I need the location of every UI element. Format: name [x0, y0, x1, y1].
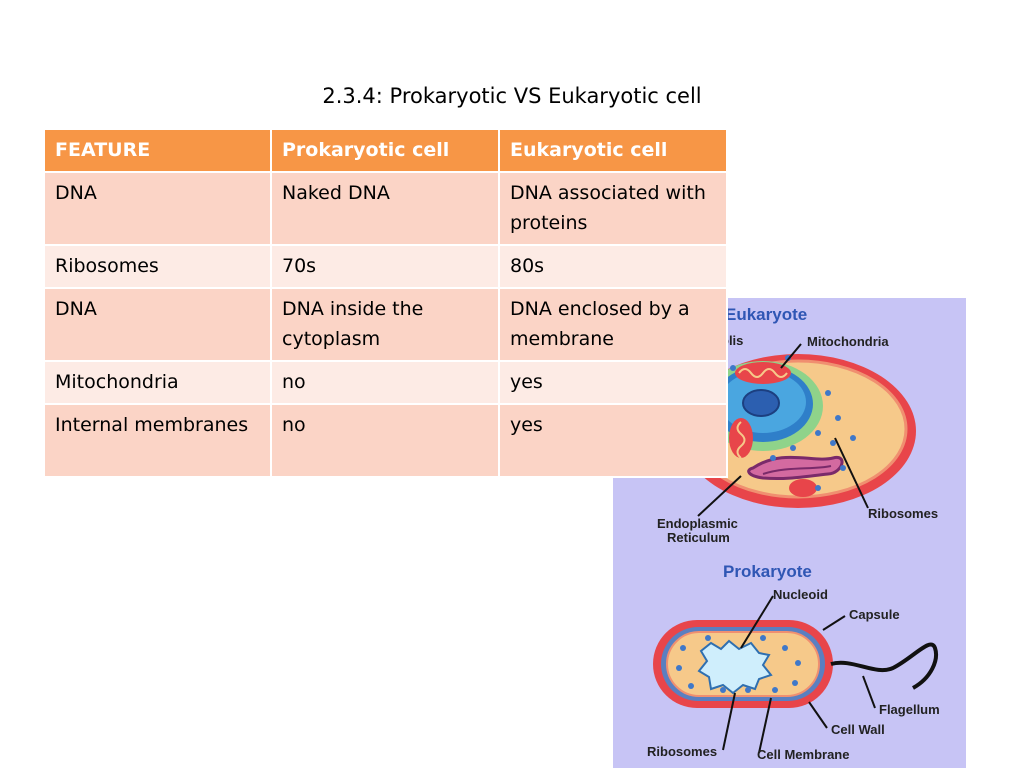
flagellum — [830, 642, 938, 690]
table-cell: DNA — [43, 287, 272, 362]
table-cell: Mitochondria — [43, 360, 272, 405]
table-cell: Ribosomes — [43, 244, 272, 289]
table-row: Internal membranes no yes — [43, 403, 728, 478]
header-feature: FEATURE — [43, 128, 272, 173]
header-prokaryotic: Prokaryotic cell — [270, 128, 500, 173]
prokaryote-heading: Prokaryote — [723, 562, 812, 581]
mitochondrion — [735, 362, 791, 384]
table-header-row: FEATURE Prokaryotic cell Eukaryotic cell — [43, 128, 728, 173]
prokaryote-ribosome-dots — [676, 635, 801, 693]
label-capsule: Capsule — [849, 607, 900, 622]
header-eukaryotic: Eukaryotic cell — [498, 128, 728, 173]
nucleolus — [742, 389, 780, 417]
slide-title: 2.3.4: Prokaryotic VS Eukaryotic cell — [322, 84, 702, 108]
table-row: Mitochondria no yes — [43, 360, 728, 405]
table-cell: no — [270, 360, 500, 405]
label-cell-membrane: Cell Membrane — [757, 747, 849, 762]
table-cell: DNA inside the cytoplasm — [270, 287, 500, 362]
table-cell: yes — [498, 360, 728, 405]
mitochondrion — [789, 479, 817, 497]
table-cell: DNA associated with proteins — [498, 171, 728, 246]
label-mitochondria: Mitochondria — [807, 334, 889, 349]
table-cell: yes — [498, 403, 728, 478]
table-cell: DNA enclosed by a membrane — [498, 287, 728, 362]
label-er-line1: Endoplasmic — [657, 516, 738, 531]
prokaryote-cell — [653, 595, 938, 754]
table-cell: 70s — [270, 244, 500, 289]
label-er-line2: Reticulum — [667, 530, 730, 545]
label-prokaryote-ribosomes: Ribosomes — [647, 744, 717, 759]
table-row: DNA Naked DNA DNA associated with protei… — [43, 171, 728, 246]
eukaryote-heading: Eukaryote — [725, 305, 807, 324]
comparison-table: FEATURE Prokaryotic cell Eukaryotic cell… — [43, 128, 728, 478]
cell-diagram-figure: Eukaryote — [613, 298, 966, 768]
table-cell: no — [270, 403, 500, 478]
table-cell: 80s — [498, 244, 728, 289]
table-cell: Internal membranes — [43, 403, 272, 478]
mitochondrion — [729, 418, 753, 459]
label-eukaryote-ribosomes: Ribosomes — [868, 506, 938, 521]
table-cell: Naked DNA — [270, 171, 500, 246]
label-nucleoid: Nucleoid — [773, 587, 828, 602]
label-cell-wall: Cell Wall — [831, 722, 885, 737]
label-flagellum: Flagellum — [879, 702, 940, 717]
table-cell: DNA — [43, 171, 272, 246]
table-row: DNA DNA inside the cytoplasm DNA enclose… — [43, 287, 728, 362]
table-row: Ribosomes 70s 80s — [43, 244, 728, 289]
eukaryote-cell — [680, 343, 916, 517]
